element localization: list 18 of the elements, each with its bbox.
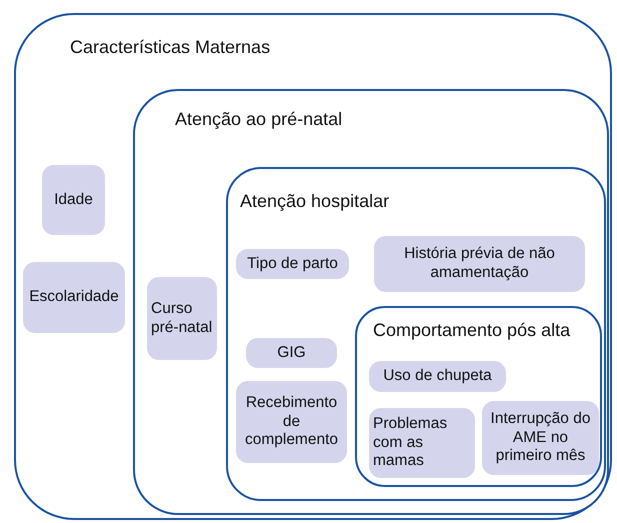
factor-box: GIG <box>246 338 337 368</box>
group-frame <box>133 89 609 515</box>
group-title: Atenção ao pré-natal <box>175 109 342 130</box>
group-frame <box>14 13 612 520</box>
factor-box: Problemas com as mamas <box>369 408 475 478</box>
factor-box: História prévia de não amamentação <box>374 236 585 292</box>
group-frame <box>355 306 602 487</box>
factor-box: Tipo de parto <box>236 249 349 279</box>
factor-box: Idade <box>42 165 105 235</box>
factor-box: Interrupção do AME no primeiro mês <box>482 401 599 475</box>
factor-box: Recebimento de complemento <box>236 381 347 463</box>
group-title: Características Maternas <box>70 37 270 58</box>
group-title: Comportamento pós alta <box>373 320 570 341</box>
group-frame <box>226 167 606 501</box>
group-title: Atenção hospitalar <box>240 191 390 212</box>
factor-box: Escolaridade <box>23 262 125 333</box>
factor-box: Uso de chupeta <box>369 361 506 392</box>
factor-box: Curso pré-natal <box>147 277 217 360</box>
